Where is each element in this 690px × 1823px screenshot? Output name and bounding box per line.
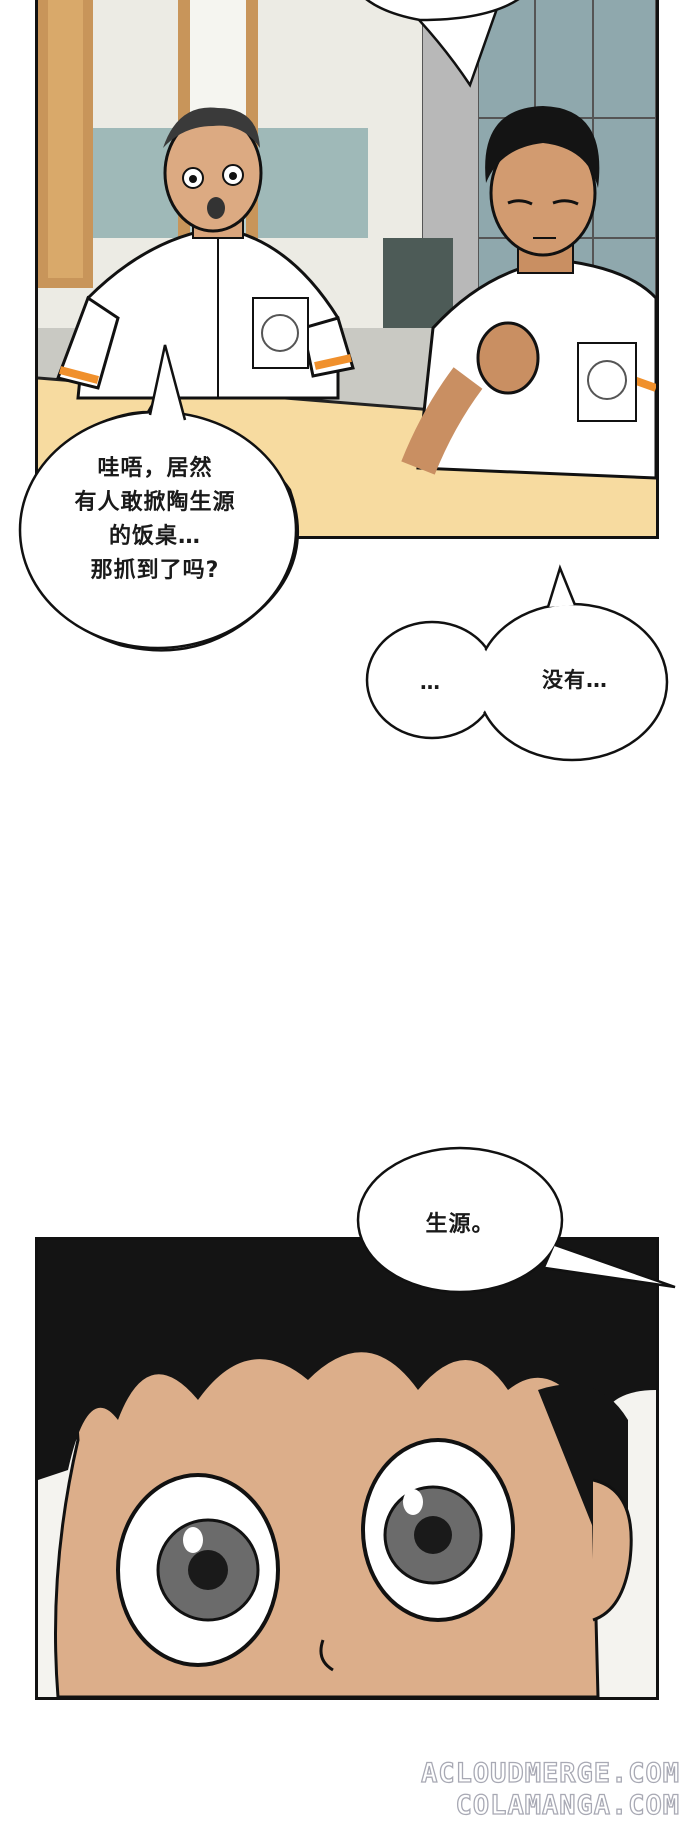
panel-closeup [35, 1237, 659, 1700]
classroom-illustration [38, 0, 656, 536]
panel-classroom [35, 0, 659, 539]
speech-bubble-4-text: 生源。 [425, 1212, 495, 1237]
speech-bubble-3-text: 没有… [542, 668, 608, 692]
watermark-line-1: ACLOUDMERGE.COM [421, 1757, 680, 1789]
watermark-line-2: COLAMANGA.COM [455, 1789, 680, 1821]
closeup-face-illustration [38, 1240, 656, 1697]
speech-bubble-2-text: … [420, 670, 440, 694]
speech-bubble-1-text: 哇唔，居然 有人敢掀陶生源 的饭桌… 那抓到了吗? [74, 456, 236, 583]
